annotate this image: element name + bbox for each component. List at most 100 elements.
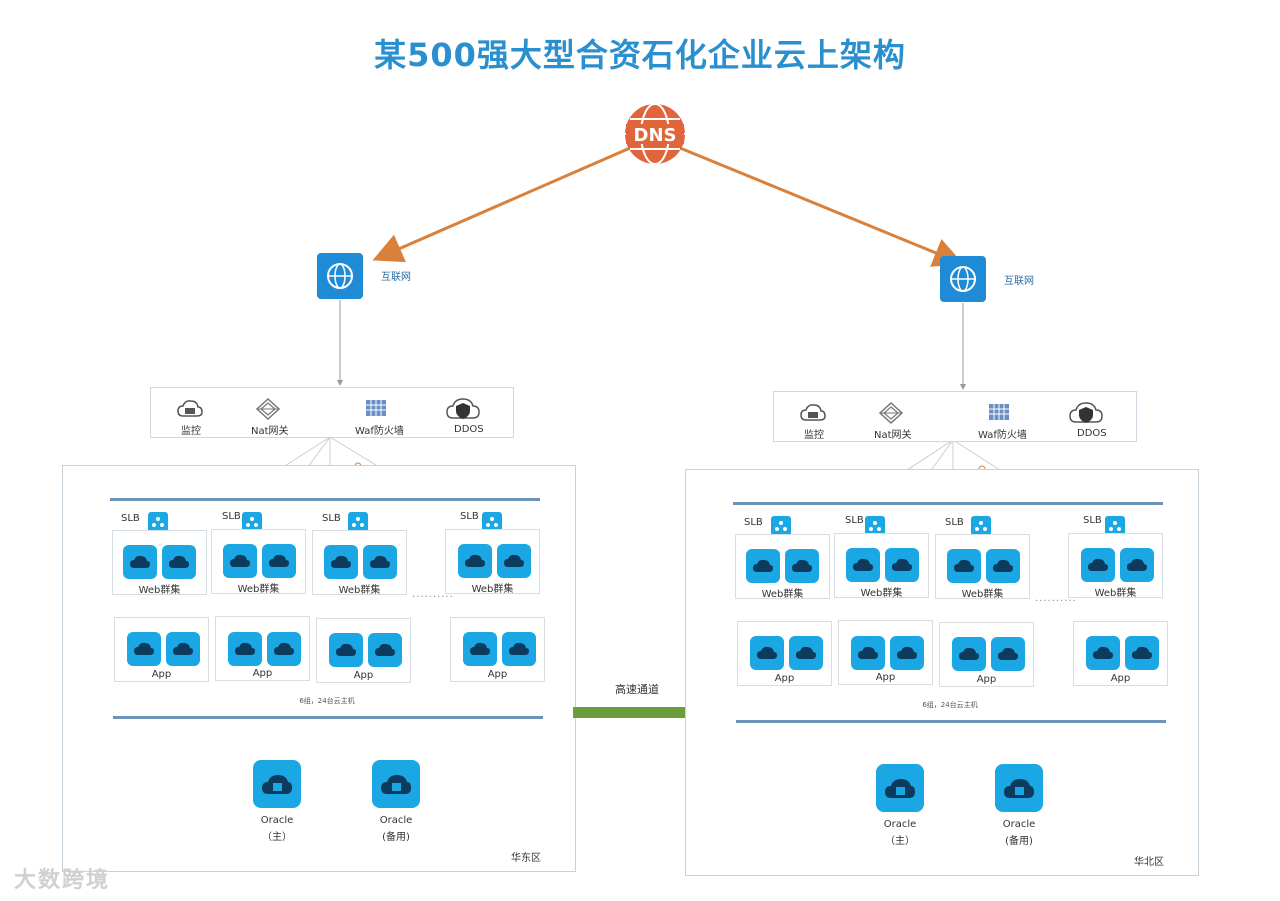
- db-bus-left: [113, 716, 543, 719]
- internet-label-right: 互联网: [1004, 276, 1034, 287]
- web-cluster-label: Web群集: [860, 588, 903, 599]
- app-label: App: [976, 674, 997, 685]
- monitor-icon: [177, 398, 203, 424]
- oracle-main-role: （主）: [262, 832, 292, 843]
- oracle-main-label: Oracle: [260, 815, 294, 826]
- ecs-icon: [785, 549, 819, 583]
- ddos-shield-icon: [1069, 400, 1103, 430]
- slb-label: SLB: [121, 513, 140, 524]
- ecs-icon: [885, 548, 919, 582]
- app-group: App: [450, 617, 545, 682]
- web-cluster-group: Web群集: [445, 529, 540, 595]
- services-bar-right: 监控 Nat网关 Waf防火墙 DDOS: [773, 391, 1137, 442]
- app-label: App: [252, 668, 273, 679]
- slb-icon: [1105, 516, 1125, 536]
- slb-icon: [348, 512, 368, 532]
- ecs-icon: [262, 544, 296, 578]
- ecs-icon: [458, 544, 492, 578]
- service-label: Nat网关: [874, 430, 912, 441]
- slb-icon: [482, 512, 502, 532]
- monitor-icon: [800, 402, 826, 428]
- nat-gateway-icon: [255, 397, 281, 425]
- web-cluster-label: Web群集: [961, 589, 1004, 600]
- ecs-icon: [890, 636, 924, 670]
- web-cluster-label: Web群集: [237, 584, 280, 595]
- app-group: App: [215, 616, 310, 681]
- service-label: Waf防火墙: [355, 426, 404, 437]
- web-cluster-label: Web群集: [471, 584, 514, 595]
- service-label: DDOS: [454, 424, 484, 435]
- slb-icon: [971, 516, 991, 536]
- ecs-icon: [166, 632, 200, 666]
- ecs-icon: [1081, 548, 1115, 582]
- slb-icon: [242, 512, 262, 532]
- ecs-icon: [123, 545, 157, 579]
- ecs-icon: [363, 545, 397, 579]
- app-group: App: [737, 621, 832, 686]
- ellipsis-dots: ··········: [1035, 596, 1077, 607]
- ecs-icon: [228, 632, 262, 666]
- slb-icon: [148, 512, 168, 532]
- dns-text: DNS: [634, 125, 677, 146]
- oracle-db-icon: [995, 764, 1043, 812]
- db-bus-right: [736, 720, 1166, 723]
- app-group: App: [838, 620, 933, 685]
- service-label: 监控: [804, 430, 824, 441]
- ecs-icon: [502, 632, 536, 666]
- service-label: DDOS: [1077, 428, 1107, 439]
- channel-label: 高速通道: [615, 683, 659, 696]
- app-label: App: [151, 669, 172, 680]
- ecs-icon: [846, 548, 880, 582]
- web-cluster-label: Web群集: [138, 585, 181, 596]
- ecs-icon: [368, 633, 402, 667]
- ecs-icon: [986, 549, 1020, 583]
- ecs-icon: [497, 544, 531, 578]
- app-label: App: [774, 673, 795, 684]
- dns-to-left-arrow: [372, 146, 631, 263]
- ecs-icon: [750, 636, 784, 670]
- web-cluster-group: Web群集: [935, 534, 1030, 600]
- hosts-note: 6组，24台云主机: [922, 701, 978, 709]
- oracle-db-icon: [253, 760, 301, 808]
- watermark-logo: 大数跨境: [14, 868, 111, 893]
- dns-icon: DNS: [622, 101, 688, 167]
- ellipsis-dots: ··········: [412, 592, 454, 603]
- services-bar-left: 监控 Nat网关 Waf防火墙 DDOS: [150, 387, 514, 438]
- ecs-icon: [746, 549, 780, 583]
- slb-bus-right: [733, 502, 1163, 505]
- web-cluster-group: Web群集: [1068, 533, 1163, 599]
- slb-label: SLB: [945, 517, 964, 528]
- dns-to-right-arrow: [679, 146, 964, 267]
- app-label: App: [487, 669, 508, 680]
- service-label: 监控: [181, 426, 201, 437]
- page-title: 某500强大型合资石化企业云上架构: [374, 36, 906, 74]
- ecs-icon: [947, 549, 981, 583]
- web-cluster-label: Web群集: [338, 585, 381, 596]
- slb-label: SLB: [460, 511, 479, 522]
- app-group: App: [1073, 621, 1168, 686]
- ecs-icon: [162, 545, 196, 579]
- ecs-icon: [127, 632, 161, 666]
- app-label: App: [875, 672, 896, 683]
- app-label: App: [1110, 673, 1131, 684]
- nat-gateway-icon: [878, 401, 904, 429]
- oracle-db-icon: [876, 764, 924, 812]
- oracle-main-role: （主）: [885, 836, 915, 847]
- internet-icon-right: [940, 256, 986, 302]
- region-name-east: 华东区: [511, 853, 541, 864]
- ddos-shield-icon: [446, 396, 480, 426]
- ecs-icon: [1120, 548, 1154, 582]
- region-name-north: 华北区: [1134, 857, 1164, 868]
- waf-firewall-icon: [989, 404, 1009, 424]
- oracle-backup-role: (备用): [1005, 836, 1033, 847]
- app-group: App: [316, 618, 411, 683]
- oracle-backup-label: Oracle: [379, 815, 413, 826]
- ecs-icon: [324, 545, 358, 579]
- service-label: Nat网关: [251, 426, 289, 437]
- slb-icon: [865, 516, 885, 536]
- ecs-icon: [1125, 636, 1159, 670]
- internet-icon-left: [317, 253, 363, 299]
- oracle-backup-label: Oracle: [1002, 819, 1036, 830]
- ecs-icon: [952, 637, 986, 671]
- internet-label-left: 互联网: [381, 272, 411, 283]
